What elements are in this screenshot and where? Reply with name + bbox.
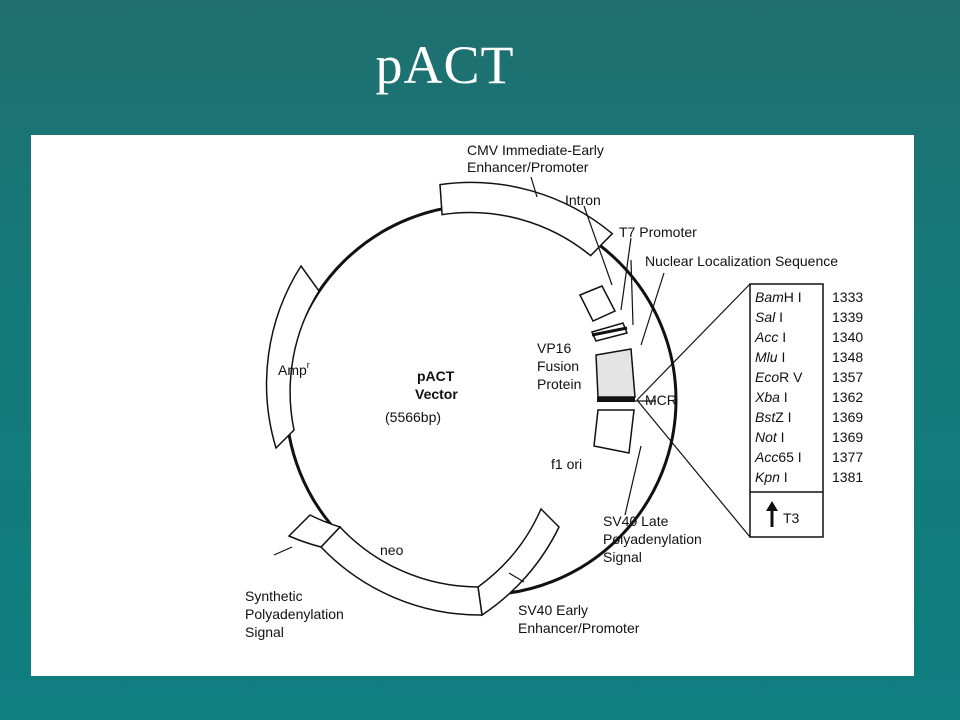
mcr-enzyme-rest: H I xyxy=(784,289,802,305)
slide-title: pACT xyxy=(375,35,515,95)
mcr-position: 1369 xyxy=(832,409,863,425)
label-vp16-1: VP16 xyxy=(537,340,571,356)
label-vp16-2: Fusion xyxy=(537,358,579,374)
label-synth-1: Synthetic xyxy=(245,588,303,604)
mcr-enzyme: Acc I xyxy=(754,329,786,345)
segment-amp xyxy=(265,264,320,450)
segment-vp16 xyxy=(595,348,636,398)
plasmid-map-panel: CMV Immediate-Early Enhancer/Promoter In… xyxy=(31,135,914,676)
label-amp: Ampr xyxy=(278,360,310,378)
label-synth-2: Polyadenylation xyxy=(245,606,344,622)
mcr-enzyme-rest: Z I xyxy=(775,409,791,425)
plasmid-size: (5566bp) xyxy=(385,409,441,425)
mcr-enzyme-rest: I xyxy=(780,469,788,485)
mcr-position: 1369 xyxy=(832,429,863,445)
label-amp-text: Amp xyxy=(278,362,307,378)
mcr-enzyme-rest: I xyxy=(775,309,783,325)
mcr-enzyme-rest: I xyxy=(777,429,785,445)
mcr-table xyxy=(749,283,824,538)
label-sv40-late-2: Polyadenylation xyxy=(603,531,702,547)
mcr-position: 1339 xyxy=(832,309,863,325)
mcr-enzyme-italic: Acc xyxy=(754,449,778,465)
mcr-enzyme-rest: R V xyxy=(779,369,803,385)
mcr-enzyme: BstZ I xyxy=(755,409,792,425)
mcr-enzyme: Mlu I xyxy=(755,349,785,365)
mcr-enzyme: Sal I xyxy=(755,309,783,325)
mcr-enzyme-italic: Eco xyxy=(755,369,779,385)
mcr-enzyme: Not I xyxy=(755,429,785,445)
mcr-enzyme-italic: Bam xyxy=(755,289,784,305)
label-t7: T7 Promoter xyxy=(619,224,697,240)
mcr-enzyme: Xba I xyxy=(754,389,788,405)
segment-f1-ori xyxy=(593,409,635,454)
label-cmv-1: CMV Immediate-Early xyxy=(467,142,604,158)
segment-cmv xyxy=(439,181,614,257)
mcr-enzyme-italic: Mlu xyxy=(755,349,778,365)
label-nls: Nuclear Localization Sequence xyxy=(645,253,838,269)
label-neo: neo xyxy=(380,542,404,558)
mcr-enzyme-italic: Sal xyxy=(755,309,776,325)
label-intron: Intron xyxy=(565,192,601,208)
label-cmv-2: Enhancer/Promoter xyxy=(467,159,589,175)
mcr-enzyme-italic: Xba xyxy=(754,389,780,405)
segment-nls xyxy=(591,326,628,337)
segment-neo xyxy=(319,525,483,616)
mcr-enzyme: Acc65 I xyxy=(754,449,802,465)
mcr-enzyme-rest: 65 I xyxy=(778,449,801,465)
label-f1-ori: f1 ori xyxy=(551,456,582,472)
mcr-enzyme-italic: Not xyxy=(755,429,778,445)
label-sv40-late-3: Signal xyxy=(603,549,642,565)
label-synth-3: Signal xyxy=(245,624,284,640)
mcr-position: 1333 xyxy=(832,289,863,305)
leader-lines xyxy=(273,176,751,583)
mcr-enzyme: Kpn I xyxy=(755,469,788,485)
segment-synthetic-polya xyxy=(287,514,342,548)
plasmid-map: CMV Immediate-Early Enhancer/Promoter In… xyxy=(245,142,863,640)
label-t3: T3 xyxy=(783,510,800,526)
label-mcr: MCR xyxy=(645,392,677,408)
segment-sv40-early xyxy=(477,507,560,617)
mcr-enzyme: BamH I xyxy=(755,289,802,305)
label-amp-superscript: r xyxy=(307,360,310,370)
plasmid-name-2: Vector xyxy=(415,386,458,402)
mcr-enzyme-italic: Bst xyxy=(755,409,776,425)
mcr-position: 1340 xyxy=(832,329,863,345)
mcr-enzyme-rest: I xyxy=(778,329,786,345)
mcr-position: 1362 xyxy=(832,389,863,405)
mcr-position: 1381 xyxy=(832,469,863,485)
mcr-enzyme-rest: I xyxy=(780,389,788,405)
up-arrow-icon xyxy=(766,501,778,527)
label-sv40-late-1: SV40 Late xyxy=(603,513,669,529)
mcr-enzyme-rest: I xyxy=(778,349,786,365)
label-vp16-3: Protein xyxy=(537,376,581,392)
mcr-enzyme-italic: Kpn xyxy=(755,469,780,485)
label-sv40-early-1: SV40 Early xyxy=(518,602,588,618)
mcr-position: 1357 xyxy=(832,369,863,385)
plasmid-name-1: pACT xyxy=(417,368,455,384)
segment-mcr xyxy=(597,397,635,402)
mcr-enzyme-italic: Acc xyxy=(754,329,778,345)
mcr-position: 1377 xyxy=(832,449,863,465)
mcr-position: 1348 xyxy=(832,349,863,365)
label-sv40-early-2: Enhancer/Promoter xyxy=(518,620,640,636)
segment-intron xyxy=(578,285,617,322)
mcr-enzyme: EcoR V xyxy=(755,369,803,385)
